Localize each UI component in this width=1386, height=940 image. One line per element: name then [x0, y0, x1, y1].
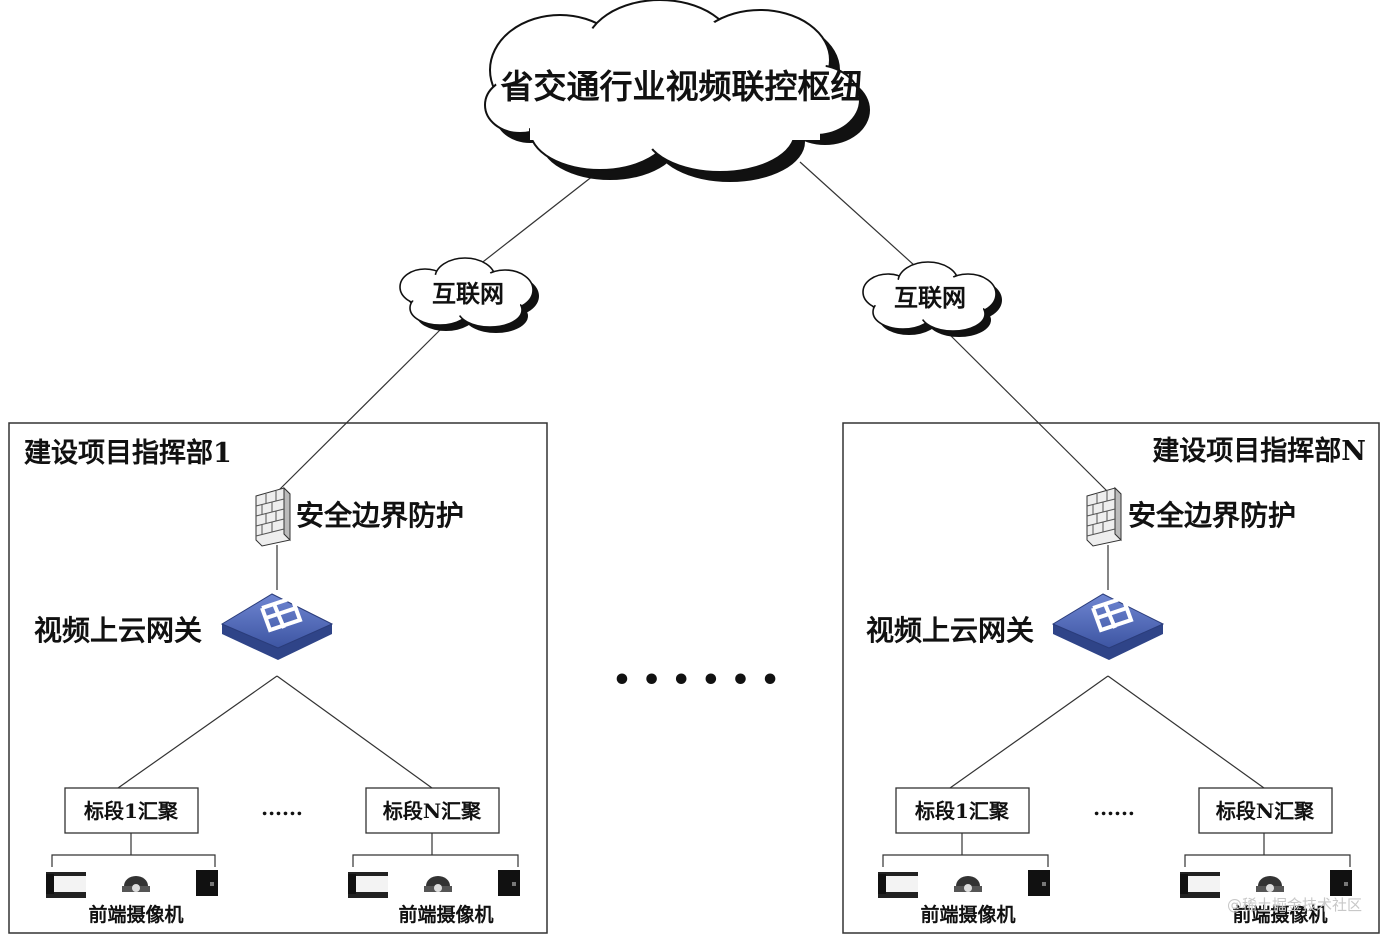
bullet-camera-icon [348, 872, 388, 898]
right-aggn-box [1198, 787, 1333, 834]
hub-cloud-icon [484, 0, 870, 182]
project-box-n [842, 422, 1380, 934]
box-camera-icon [1330, 870, 1352, 896]
dome-camera-icon [954, 876, 982, 892]
right-camera-group-n-label: 前端摄像机 [1232, 903, 1327, 926]
box-camera-icon [196, 870, 218, 896]
project-1-title: 建设项目指挥部1 [24, 437, 232, 469]
watermark: @稀土掘金技术社区 [1227, 896, 1362, 914]
left-aggn-box [365, 787, 500, 834]
dome-camera-icon [1256, 876, 1284, 892]
right-gw-to-aggn-line [1107, 675, 1265, 789]
right-internet-to-firewall-line [944, 329, 1109, 493]
left-camera-group-n-label: 前端摄像机 [398, 903, 493, 926]
right-gateway-label: 视频上云网关 [866, 614, 1034, 647]
connection-lines [51, 161, 1351, 867]
right-camera-group-1-label: 前端摄像机 [920, 903, 1015, 926]
left-internet-to-firewall-line [276, 329, 441, 493]
left-aggn-label: 标段N汇聚 [383, 799, 482, 823]
dome-camera-icon [122, 876, 150, 892]
left-gateway-label: 视频上云网关 [34, 614, 202, 647]
box-camera-icon [498, 870, 520, 896]
bullet-camera-icon [46, 872, 86, 898]
right-agg1-label: 标段1汇聚 [915, 799, 1010, 823]
right-gateway-icon [1051, 593, 1165, 660]
hub-to-right-internet-line [799, 161, 926, 276]
middle-ellipsis: • • • • • • [612, 663, 779, 698]
right-gw-to-agg1-line [949, 675, 1109, 789]
hub-label: 省交通行业视频联控枢纽 [501, 67, 864, 106]
hub-to-left-internet-line [469, 171, 599, 273]
right-firewall-icon [1086, 486, 1122, 547]
left-agg-ellipsis: ...... [261, 796, 303, 820]
box-camera-icon [1028, 870, 1050, 896]
left-camera-group-1-label: 前端摄像机 [88, 903, 183, 926]
right-internet-cloud-icon [862, 261, 1002, 337]
project-box-1 [8, 422, 548, 934]
right-agg-ellipsis: ...... [1093, 796, 1135, 820]
left-firewall-label: 安全边界防护 [296, 499, 464, 532]
left-gateway-icon [220, 593, 334, 660]
left-agg1-box [64, 787, 199, 834]
right-aggn-label: 标段N汇聚 [1216, 799, 1315, 823]
right-firewall-label: 安全边界防护 [1128, 499, 1296, 532]
left-gw-to-agg1-line [117, 675, 278, 789]
left-firewall-icon [255, 486, 291, 547]
bullet-camera-icon [878, 872, 918, 898]
dome-camera-icon [424, 876, 452, 892]
left-gw-to-aggn-line [276, 675, 433, 789]
project-n-title: 建设项目指挥部N [1152, 435, 1366, 467]
left-internet-label: 互联网 [432, 279, 504, 308]
right-agg1-box [895, 787, 1030, 834]
left-internet-cloud-icon [399, 257, 539, 333]
left-agg1-label: 标段1汇聚 [84, 799, 179, 823]
bullet-camera-icon [1180, 872, 1220, 898]
right-internet-label: 互联网 [894, 283, 966, 312]
